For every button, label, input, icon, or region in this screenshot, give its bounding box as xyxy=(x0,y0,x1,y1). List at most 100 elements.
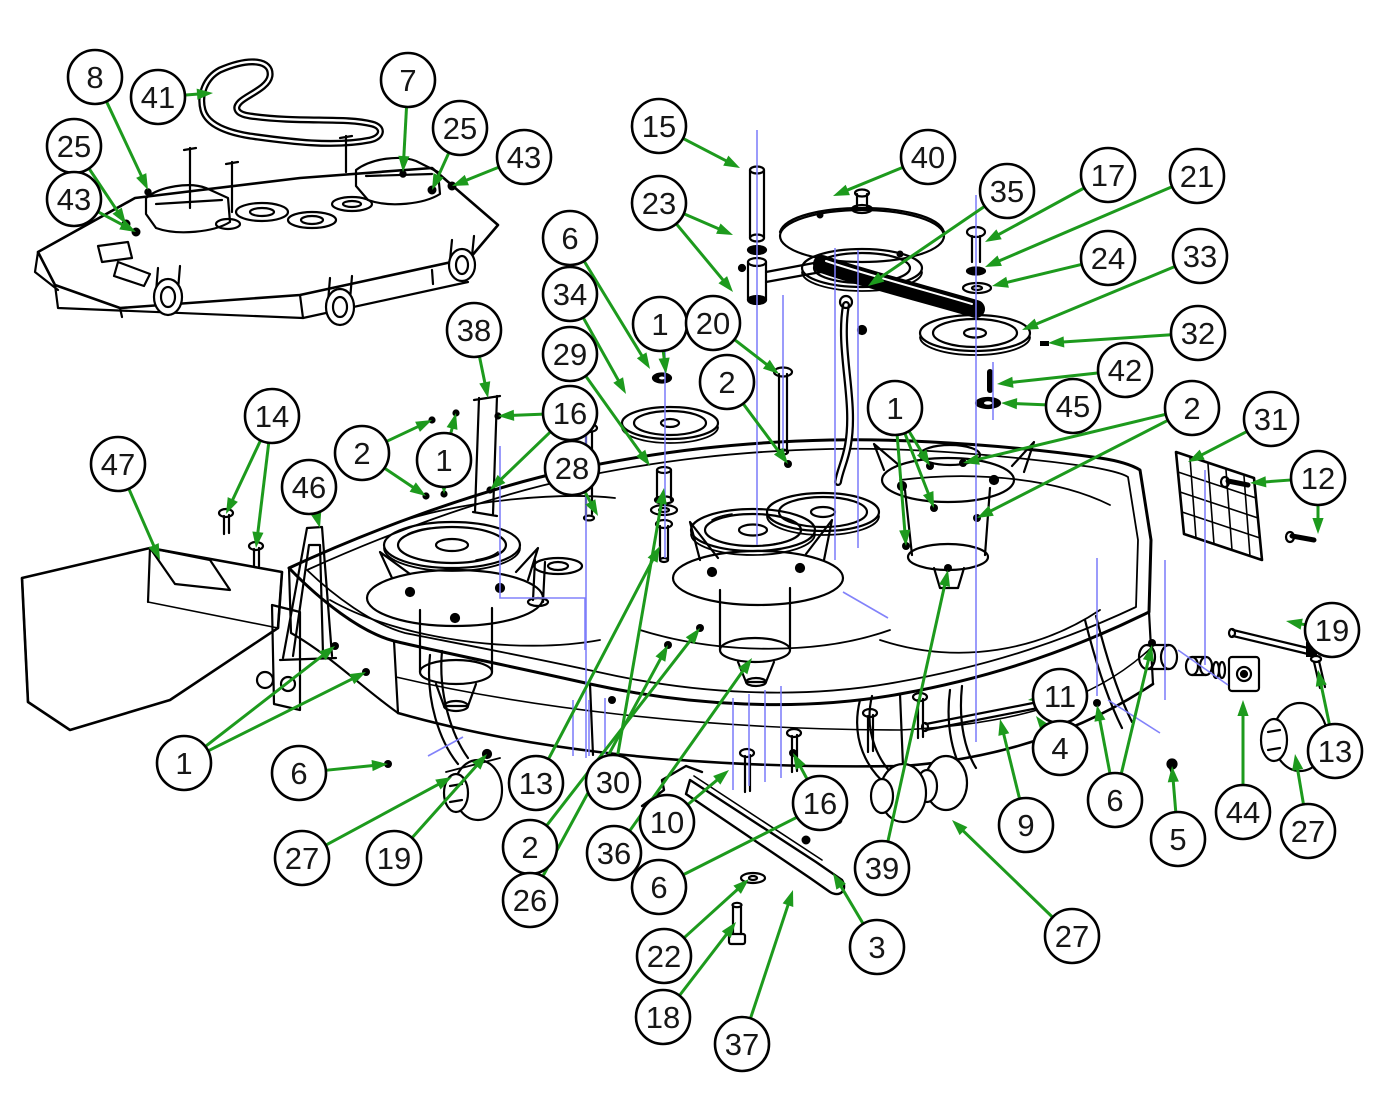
balloon-circle[interactable] xyxy=(997,796,1055,854)
callout-balloon-13[interactable]: 13 xyxy=(507,754,565,812)
balloon-circle[interactable] xyxy=(379,51,437,109)
callout-balloon-27[interactable]: 27 xyxy=(1043,907,1101,965)
balloon-circle[interactable] xyxy=(270,744,328,802)
balloon-circle[interactable] xyxy=(1086,771,1144,829)
balloon-circle[interactable] xyxy=(1171,227,1229,285)
callout-balloon-23[interactable]: 23 xyxy=(630,174,688,232)
callout-balloon-19[interactable]: 19 xyxy=(365,829,423,887)
callout-balloon-6[interactable]: 6 xyxy=(270,744,328,802)
callout-balloon-46[interactable]: 46 xyxy=(280,458,338,516)
callout-balloon-2[interactable]: 2 xyxy=(501,818,559,876)
callout-balloon-1[interactable]: 1 xyxy=(415,431,473,489)
balloon-circle[interactable] xyxy=(507,754,565,812)
callout-balloon-17[interactable]: 17 xyxy=(1079,146,1137,204)
callout-balloon-32[interactable]: 32 xyxy=(1169,304,1227,362)
callout-balloon-33[interactable]: 33 xyxy=(1171,227,1229,285)
callout-balloon-27[interactable]: 27 xyxy=(1279,802,1337,860)
callout-balloon-36[interactable]: 36 xyxy=(585,824,643,882)
callout-balloon-12[interactable]: 12 xyxy=(1289,449,1347,507)
balloon-circle[interactable] xyxy=(1279,802,1337,860)
balloon-circle[interactable] xyxy=(1096,341,1154,399)
callout-balloon-8[interactable]: 8 xyxy=(66,48,124,106)
balloon-circle[interactable] xyxy=(431,99,489,157)
callout-balloon-16[interactable]: 16 xyxy=(541,384,599,442)
callout-balloon-44[interactable]: 44 xyxy=(1214,783,1272,841)
callout-balloon-1[interactable]: 1 xyxy=(155,734,213,792)
balloon-circle[interactable] xyxy=(634,988,692,1046)
balloon-circle[interactable] xyxy=(584,753,642,811)
callout-balloon-15[interactable]: 15 xyxy=(630,97,688,155)
callout-balloon-16[interactable]: 16 xyxy=(791,774,849,832)
balloon-circle[interactable] xyxy=(791,774,849,832)
callout-balloon-20[interactable]: 20 xyxy=(684,294,742,352)
callout-balloon-43[interactable]: 43 xyxy=(45,170,103,228)
balloon-circle[interactable] xyxy=(585,824,643,882)
callout-balloon-19[interactable]: 19 xyxy=(1303,601,1361,659)
balloon-circle[interactable] xyxy=(541,265,599,323)
callout-balloon-3[interactable]: 3 xyxy=(848,918,906,976)
callout-balloon-38[interactable]: 38 xyxy=(445,301,503,359)
balloon-circle[interactable] xyxy=(1044,377,1102,435)
callout-balloon-47[interactable]: 47 xyxy=(89,435,147,493)
balloon-circle[interactable] xyxy=(630,97,688,155)
balloon-circle[interactable] xyxy=(848,918,906,976)
balloon-circle[interactable] xyxy=(635,927,693,985)
balloon-circle[interactable] xyxy=(541,325,599,383)
balloon-circle[interactable] xyxy=(698,353,756,411)
balloon-circle[interactable] xyxy=(899,128,957,186)
balloon-circle[interactable] xyxy=(543,439,601,497)
callout-balloon-4[interactable]: 4 xyxy=(1031,719,1089,777)
callout-balloon-31[interactable]: 31 xyxy=(1242,390,1300,448)
callout-balloon-6[interactable]: 6 xyxy=(1086,771,1144,829)
balloon-circle[interactable] xyxy=(1031,719,1089,777)
callout-balloon-27[interactable]: 27 xyxy=(273,829,331,887)
callout-balloon-7[interactable]: 7 xyxy=(379,51,437,109)
balloon-circle[interactable] xyxy=(684,294,742,352)
balloon-circle[interactable] xyxy=(273,829,331,887)
callout-balloon-29[interactable]: 29 xyxy=(541,325,599,383)
balloon-circle[interactable] xyxy=(243,387,301,445)
callout-balloon-42[interactable]: 42 xyxy=(1096,341,1154,399)
balloon-circle[interactable] xyxy=(415,431,473,489)
callout-balloon-14[interactable]: 14 xyxy=(243,387,301,445)
balloon-circle[interactable] xyxy=(66,48,124,106)
callout-balloon-18[interactable]: 18 xyxy=(634,988,692,1046)
balloon-circle[interactable] xyxy=(866,379,924,437)
callout-balloon-11[interactable]: 11 xyxy=(1031,667,1089,725)
balloon-circle[interactable] xyxy=(1214,783,1272,841)
balloon-circle[interactable] xyxy=(1149,810,1207,868)
balloon-circle[interactable] xyxy=(445,301,503,359)
balloon-circle[interactable] xyxy=(541,209,599,267)
callout-balloon-21[interactable]: 21 xyxy=(1168,147,1226,205)
balloon-circle[interactable] xyxy=(280,458,338,516)
callout-balloon-41[interactable]: 41 xyxy=(129,68,187,126)
callout-balloon-2[interactable]: 2 xyxy=(698,353,756,411)
balloon-circle[interactable] xyxy=(1289,449,1347,507)
callout-balloon-34[interactable]: 34 xyxy=(541,265,599,323)
balloon-circle[interactable] xyxy=(713,1015,771,1073)
balloon-circle[interactable] xyxy=(1303,601,1361,659)
callout-balloon-25[interactable]: 25 xyxy=(45,117,103,175)
balloon-circle[interactable] xyxy=(630,858,688,916)
callout-balloon-35[interactable]: 35 xyxy=(978,162,1036,220)
balloon-circle[interactable] xyxy=(853,839,911,897)
callout-balloon-6[interactable]: 6 xyxy=(541,209,599,267)
balloon-circle[interactable] xyxy=(333,424,391,482)
callout-balloon-45[interactable]: 45 xyxy=(1044,377,1102,435)
callout-balloon-1[interactable]: 1 xyxy=(631,295,689,353)
balloon-circle[interactable] xyxy=(45,170,103,228)
callout-balloon-39[interactable]: 39 xyxy=(853,839,911,897)
balloon-circle[interactable] xyxy=(155,734,213,792)
callout-balloon-25[interactable]: 25 xyxy=(431,99,489,157)
balloon-circle[interactable] xyxy=(1169,304,1227,362)
callout-balloon-43[interactable]: 43 xyxy=(495,128,553,186)
callout-balloon-22[interactable]: 22 xyxy=(635,927,693,985)
balloon-circle[interactable] xyxy=(1163,379,1221,437)
balloon-circle[interactable] xyxy=(638,793,696,851)
balloon-circle[interactable] xyxy=(1242,390,1300,448)
callout-balloon-37[interactable]: 37 xyxy=(713,1015,771,1073)
balloon-circle[interactable] xyxy=(495,128,553,186)
callout-balloon-28[interactable]: 28 xyxy=(543,439,601,497)
callout-balloon-13[interactable]: 13 xyxy=(1306,722,1364,780)
callout-balloon-30[interactable]: 30 xyxy=(584,753,642,811)
